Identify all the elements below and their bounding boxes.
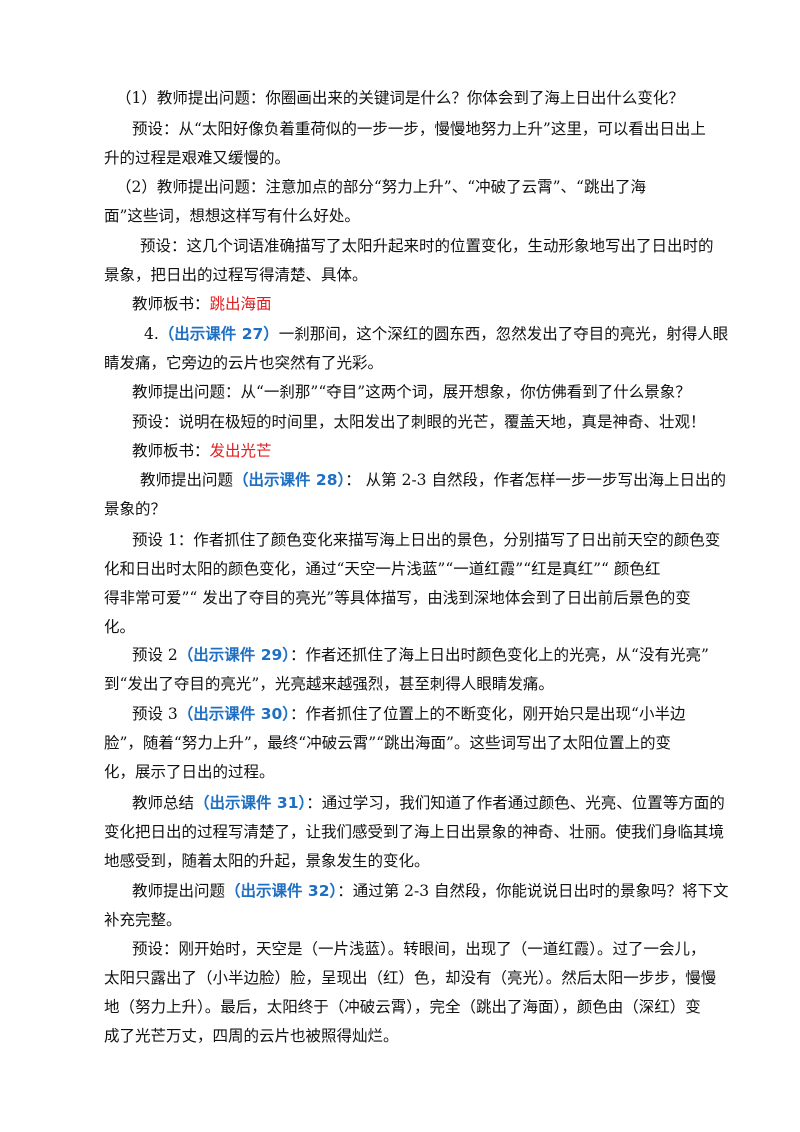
text-line: 地感受到，随着太阳的升起，景象发生的变化。 [104, 852, 430, 870]
courseware-tag: （出示课件 32） [225, 882, 338, 900]
text-line: （2）教师提出问题：注意加点的部分“努力上升”、“冲破了云霄”、“跳出了海 [116, 178, 646, 196]
board-note-1: 教师板书：跳出海面 [104, 290, 704, 319]
paragraph-answer-5: 预设：刚开始时，天空是（一片浅蓝）。转眼间，出现了（一道红霞）。过了一会儿， 太… [104, 935, 717, 1051]
paragraph-answer-4c: 预设 3（出示课件 30）：作者抓住了位置上的不断变化，刚开始只是出现“小半边 … [104, 700, 704, 787]
text-line: ： 从第 2-3 自然段，作者怎样一步一步写出海上日出的 [345, 471, 726, 489]
text-line: ：作者抓住了位置上的不断变化，刚开始只是出现“小半边 [290, 705, 686, 723]
text-line: 成了光芒万丈，四周的云片也被照得灿烂。 [104, 1027, 399, 1045]
text-line: 面”这些词，想想这样写有什么好处。 [104, 207, 360, 225]
text-prefix: 预设 3 [132, 705, 178, 723]
text-line: ：通过学习，我们知道了作者通过颜色、光亮、位置等方面的 [306, 794, 725, 812]
text-line: 景象，把日出的过程写得清楚、具体。 [104, 266, 368, 284]
text-line: 预设：说明在极短的时间里，太阳发出了刺眼的光芒，覆盖天地，真是神奇、壮观！ [132, 413, 706, 431]
text-line: 预设：刚开始时，天空是（一片浅蓝）。转眼间，出现了（一道红霞）。过了一会儿， [132, 940, 706, 958]
text-line: 太阳只露出了（小半边脸）脸，呈现出（红）色，却没有（亮光）。然后太阳一步步，慢慢 [104, 969, 717, 987]
text-line: （1）教师提出问题：你圈画出来的关键词是什么？你体会到了海上日出什么变化？ [116, 89, 684, 107]
courseware-tag: （出示课件 29） [177, 646, 291, 664]
item-number: 4. [144, 325, 159, 343]
board-label: 教师板书： [132, 295, 210, 313]
paragraph-question-1: （1）教师提出问题：你圈画出来的关键词是什么？你体会到了海上日出什么变化？ [104, 84, 704, 113]
text-line: 睛发痛，它旁边的云片也突然有了光彩。 [104, 354, 384, 372]
paragraph-question-5: 教师提出问题（出示课件 32）：通过第 2-3 自然段，你能说说日出时的景象吗？… [104, 877, 729, 935]
paragraph-answer-1: 预设：从“太阳好像负着重荷似的一步一步，慢慢地努力上升”这里，可以看出日出上 升… [104, 115, 706, 173]
board-keyword: 发出光芒 [209, 442, 272, 460]
board-label: 教师板书： [132, 442, 210, 460]
courseware-tag: （出示课件 30） [177, 705, 291, 723]
text-line: 脸”，随着“努力上升”，最终“冲破云霄”“跳出海面”。这些词写出了太阳位置上的变 [104, 734, 671, 752]
paragraph-question-2: （2）教师提出问题：注意加点的部分“努力上升”、“冲破了云霄”、“跳出了海 面”… [104, 173, 704, 231]
paragraph-answer-4b: 预设 2（出示课件 29）：作者还抓住了海上日出时颜色变化上的光亮，从“没有光亮… [104, 641, 709, 699]
paragraph-question-4: 教师提出问题（出示课件 28）： 从第 2-3 自然段，作者怎样一步一步写出海上… [104, 466, 726, 524]
text-line: 补充完整。 [104, 911, 182, 929]
text-line: 化和日出时太阳的颜色变化，通过“天空一片浅蓝”“一道红霞”“红是真红”“ 颜色红 [104, 560, 661, 578]
text-line: 预设：从“太阳好像负着重荷似的一步一步，慢慢地努力上升”这里，可以看出日出上 [132, 120, 706, 138]
text-line: 预设：这几个词语准确描写了太阳升起来时的位置变化，生动形象地写出了日出时的 [140, 237, 714, 255]
text-line: 变化把日出的过程写清楚了，让我们感受到了海上日出景象的神奇、壮丽。使我们身临其境 [104, 823, 725, 841]
text-line: 得非常可爱”“ 发出了夺目的亮光”等具体描写，由浅到深地体会到了日出前后景色的变 [104, 589, 691, 607]
text-line: 教师提出问题：从“一刹那”“夺目”这两个词，展开想象，你仿佛看到了什么景象？ [132, 383, 691, 401]
text-line: 到“发出了夺目的亮光”，光亮越来越强烈，甚至刺得人眼睛发痛。 [104, 675, 554, 693]
text-line: ：作者还抓住了海上日出时颜色变化上的光亮，从“没有光亮” [290, 646, 709, 664]
text-prefix: 预设 2 [132, 646, 178, 664]
paragraph-point-4: 4.（出示课件 27）一刹那间，这个深红的圆东西，忽然发出了夺目的亮光，射得人眼… [104, 320, 728, 378]
courseware-tag: （出示课件 31） [194, 794, 307, 812]
courseware-tag: （出示课件 27） [158, 325, 279, 343]
text-line: 预设 1：作者抓住了颜色变化来描写海上日出的景色，分别描写了日出前天空的颜色变 [132, 531, 721, 549]
paragraph-summary: 教师总结（出示课件 31）：通过学习，我们知道了作者通过颜色、光亮、位置等方面的… [104, 789, 725, 876]
text-line: 景象的？ [104, 500, 167, 518]
board-keyword: 跳出海面 [209, 295, 272, 313]
text-prefix: 教师总结 [132, 794, 195, 812]
board-note-2: 教师板书：发出光芒 [104, 437, 704, 466]
paragraph-answer-2: 预设：这几个词语准确描写了太阳升起来时的位置变化，生动形象地写出了日出时的 景象… [104, 232, 714, 290]
text-prefix: 教师提出问题 [140, 471, 234, 489]
courseware-tag: （出示课件 28） [233, 471, 346, 489]
text-line: 化，展示了日出的过程。 [104, 763, 275, 781]
paragraph-question-3: 教师提出问题：从“一刹那”“夺目”这两个词，展开想象，你仿佛看到了什么景象？ [104, 378, 704, 407]
text-line: ：通过第 2-3 自然段，你能说说日出时的景象吗？将下文 [337, 882, 729, 900]
text-line: 地（努力上升）。最后，太阳终于（冲破云霄），完全（跳出了海面），颜色由（深红）变 [104, 998, 701, 1016]
paragraph-answer-4a: 预设 1：作者抓住了颜色变化来描写海上日出的景色，分别描写了日出前天空的颜色变 … [104, 526, 721, 642]
text-line: 升的过程是艰难又缓慢的。 [104, 149, 291, 167]
text-line: 化。 [104, 618, 136, 636]
text-prefix: 教师提出问题 [132, 882, 226, 900]
text-line: 一刹那间，这个深红的圆东西，忽然发出了夺目的亮光，射得人眼 [278, 325, 729, 343]
paragraph-answer-3: 预设：说明在极短的时间里，太阳发出了刺眼的光芒，覆盖天地，真是神奇、壮观！ [104, 408, 706, 437]
